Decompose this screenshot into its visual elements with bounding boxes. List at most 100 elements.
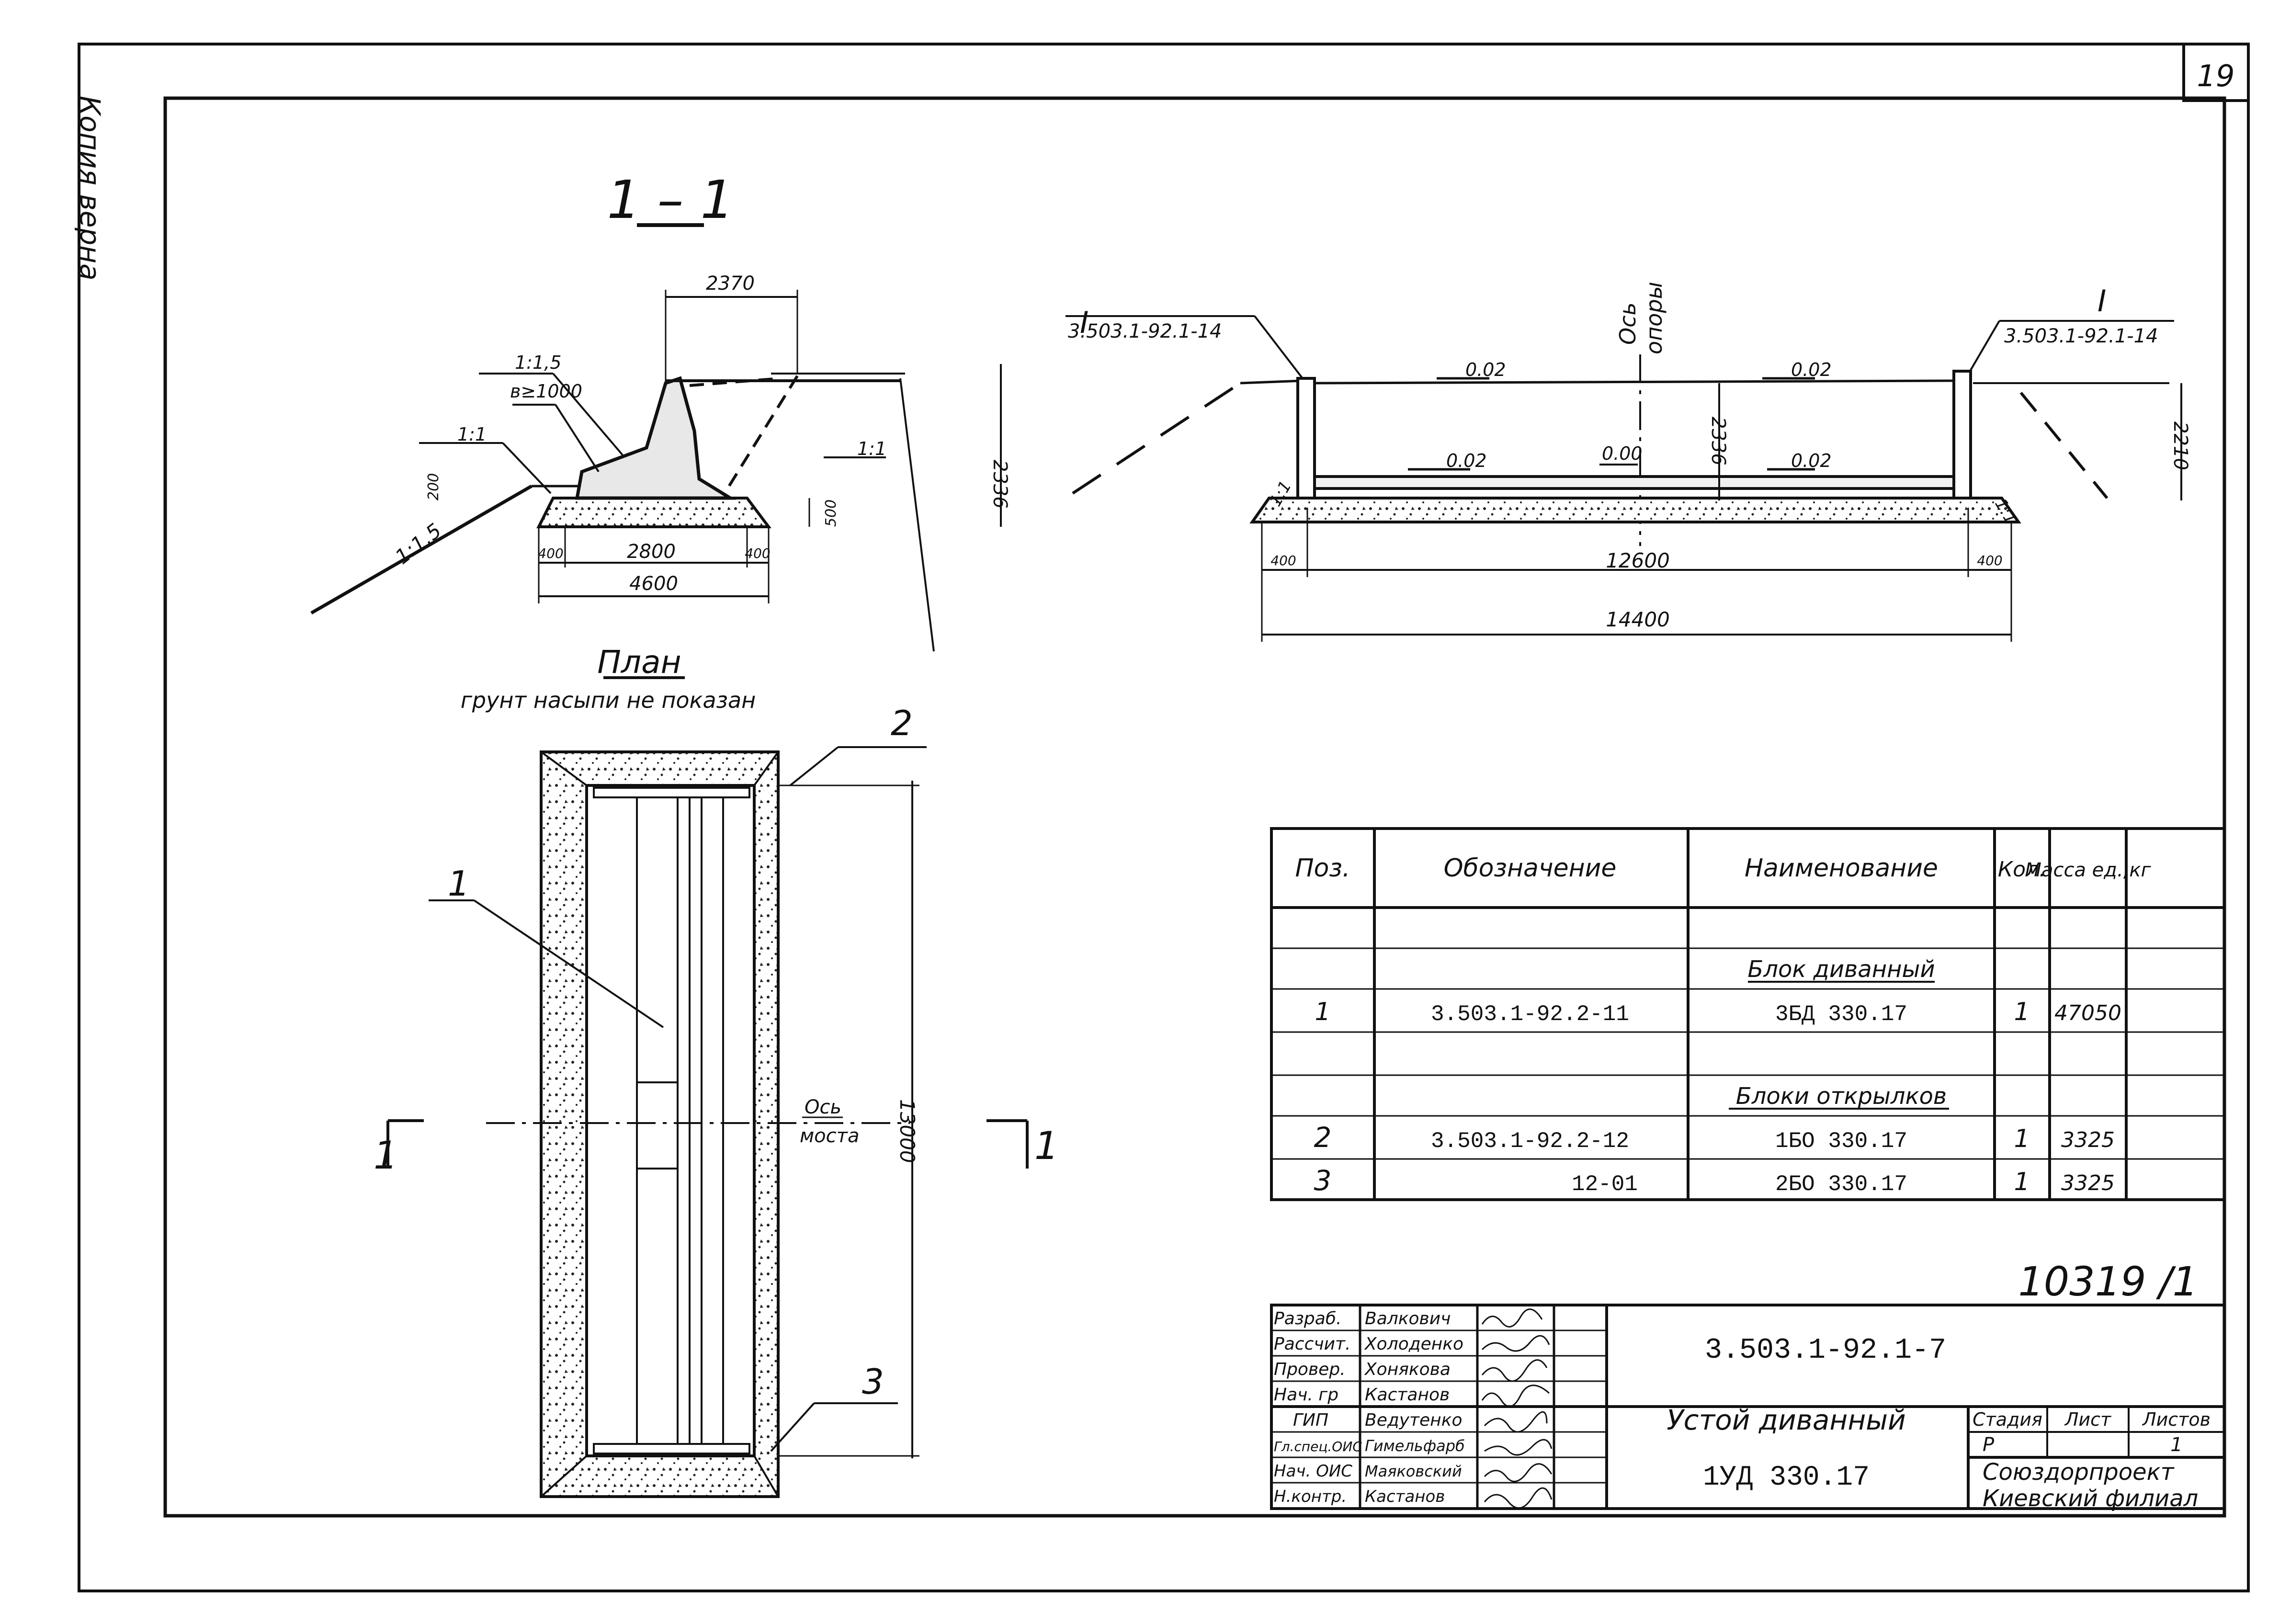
role-7: Н.контр. (1274, 1487, 1347, 1506)
stage-value: Р (1983, 1434, 1995, 1456)
role-0: Разраб. (1274, 1309, 1341, 1329)
section-mark-right: 1 (1034, 1124, 1059, 1168)
ref-right: 3.503.1-92.1-14 (2004, 325, 2158, 347)
th-pos: Поз. (1295, 854, 1350, 883)
name-0: Валкович (1365, 1309, 1451, 1329)
org-line2: Киевский филиал (1983, 1485, 2198, 1512)
block-section (575, 376, 737, 500)
role-2: Провер. (1274, 1360, 1346, 1379)
name-7: Кастанов (1365, 1487, 1445, 1506)
row-1-mass: 47050 (2054, 1001, 2121, 1025)
ref-right-mark: I (2098, 284, 2106, 318)
plan-axis-1: Ось (805, 1096, 841, 1118)
height-right: 2210 (2169, 421, 2191, 470)
plan-title: План (597, 644, 681, 681)
axis-label-1: Ось (1615, 302, 1641, 345)
w-total: 4600 (629, 573, 678, 595)
row-1-code: 3.503.1-92.2-11 (1431, 1002, 1629, 1027)
row-1-qty: 1 (2014, 998, 2030, 1026)
elev-w-mid: 12600 (1606, 549, 1670, 572)
elev-w-right: 400 (1977, 553, 2002, 568)
axis-label-2: опоры (1641, 282, 1667, 354)
row-3-code: 3.503.1-92.2-12 (1431, 1129, 1629, 1154)
th-name: Наименование (1745, 854, 1938, 883)
doc-code: 3.503.1-92.1-7 (1705, 1334, 1946, 1367)
row-4-mass: 3325 (2061, 1171, 2115, 1195)
h-left: 200 (425, 473, 442, 500)
elev-w-left: 400 (1270, 553, 1296, 568)
role-6: Нач. ОИС (1274, 1462, 1352, 1481)
role-5: Гл.спец.ОИС (1274, 1439, 1362, 1454)
row-3-mass: 3325 (2061, 1128, 2115, 1152)
name-3: Кастанов (1365, 1385, 1450, 1405)
plan-subtitle: грунт насыпи не показан (461, 687, 756, 713)
foundation-elevation (1249, 497, 2021, 523)
section-1-1: 1 – 1 2370 1:1,5 в≥1000 1:1 1:1 1:1,5 (310, 169, 1011, 652)
slope-4: 0.00 (1602, 443, 1643, 464)
row-1-pos: 1 (1315, 998, 1330, 1026)
callout-3: 3 (862, 1362, 884, 1402)
th-mass: Масса ед.,кг (2025, 859, 2151, 881)
title-line1: Устой диванный (1667, 1404, 1906, 1436)
callout-2: 2 (891, 703, 913, 743)
row-1-name: 3БД 330.17 (1775, 1002, 1907, 1027)
role-1: Рассчит. (1274, 1334, 1350, 1354)
name-4: Ведутенко (1365, 1410, 1462, 1430)
w-mid: 2800 (627, 541, 676, 563)
inner-frame (163, 96, 2226, 1518)
row-4-qty: 1 (2014, 1168, 2030, 1196)
row-4-code: 12-01 (1572, 1172, 1638, 1197)
sheet-number-box (2182, 43, 2250, 102)
elev-w-total: 14400 (1606, 608, 1670, 631)
sheets-value: 1 (2170, 1434, 2182, 1456)
row-3-qty: 1 (2014, 1124, 2030, 1153)
side-note: Копия верна (74, 96, 106, 281)
name-2: Хонякова (1364, 1360, 1451, 1379)
title-block: Разраб. Валкович Рассчит. Холоденко Пров… (1270, 1304, 2226, 1512)
stage-label: Стадия (1973, 1409, 2042, 1430)
left-wing-wall (1296, 377, 1316, 507)
section-height: 2336 (989, 460, 1011, 509)
slope-2: 0.02 (1791, 359, 1832, 380)
embank-slope: 1:1,5 (391, 519, 446, 569)
row-3-pos: 2 (1314, 1121, 1332, 1154)
w-left: 400 (538, 545, 563, 561)
name-6: Маяковский (1365, 1462, 1462, 1480)
right-wing-wall (1952, 370, 1972, 507)
sheet-label: Лист (2064, 1409, 2112, 1430)
inventory-number: 10319 /1 (2018, 1258, 2198, 1305)
b-dim: в≥1000 (510, 381, 582, 402)
slope-left: 1:1 (457, 424, 487, 445)
row-0-name: Блок диванный (1747, 956, 1935, 983)
plan-view: План грунт насыпи не показан Ось моста 1… (374, 644, 1059, 1498)
slope-right: 1:1 (857, 438, 886, 459)
org-line1: Союздорпроект (1983, 1459, 2175, 1486)
name-1: Холоденко (1364, 1334, 1463, 1354)
h-right: 500 (823, 500, 839, 527)
callout-1: 1 (448, 863, 470, 904)
foundation-section (536, 497, 771, 528)
plan-length: 13000 (896, 1099, 919, 1163)
section-mark-left: 1 (374, 1133, 398, 1178)
height-mid: 2336 (1707, 417, 1729, 466)
slope-1: 0.02 (1465, 359, 1506, 380)
outer-frame (78, 43, 2250, 1592)
deck-slab (1313, 475, 1955, 490)
role-3: Нач. гр (1274, 1385, 1338, 1405)
ref-left: 3.503.1-92.1-14 (1068, 320, 1222, 342)
elevation-view: I 3.503.1-92.1-14 I 3.503.1-92.1-14 Ось … (1066, 282, 2191, 642)
th-qty: Кол. (1998, 857, 2046, 882)
name-5: Гимельфарб (1365, 1437, 1465, 1455)
ref-left-mark: I (1080, 305, 1088, 340)
row-3-name: 1БО 330.17 (1775, 1129, 1907, 1154)
th-code: Обозначение (1444, 854, 1617, 883)
row-2-name: Блоки открылков (1736, 1083, 1947, 1110)
slope-top: 1:1,5 (515, 352, 561, 373)
slope-3: 0.02 (1446, 450, 1487, 471)
spec-table: Поз. Обозначение Наименование Кол. Масса… (1270, 827, 2226, 1201)
sheet-number: 19 (2197, 58, 2235, 93)
dim-top-width: 2370 (706, 273, 755, 295)
row-4-pos: 3 (1314, 1164, 1332, 1197)
title-line2: 1УД 330.17 (1703, 1462, 1870, 1493)
